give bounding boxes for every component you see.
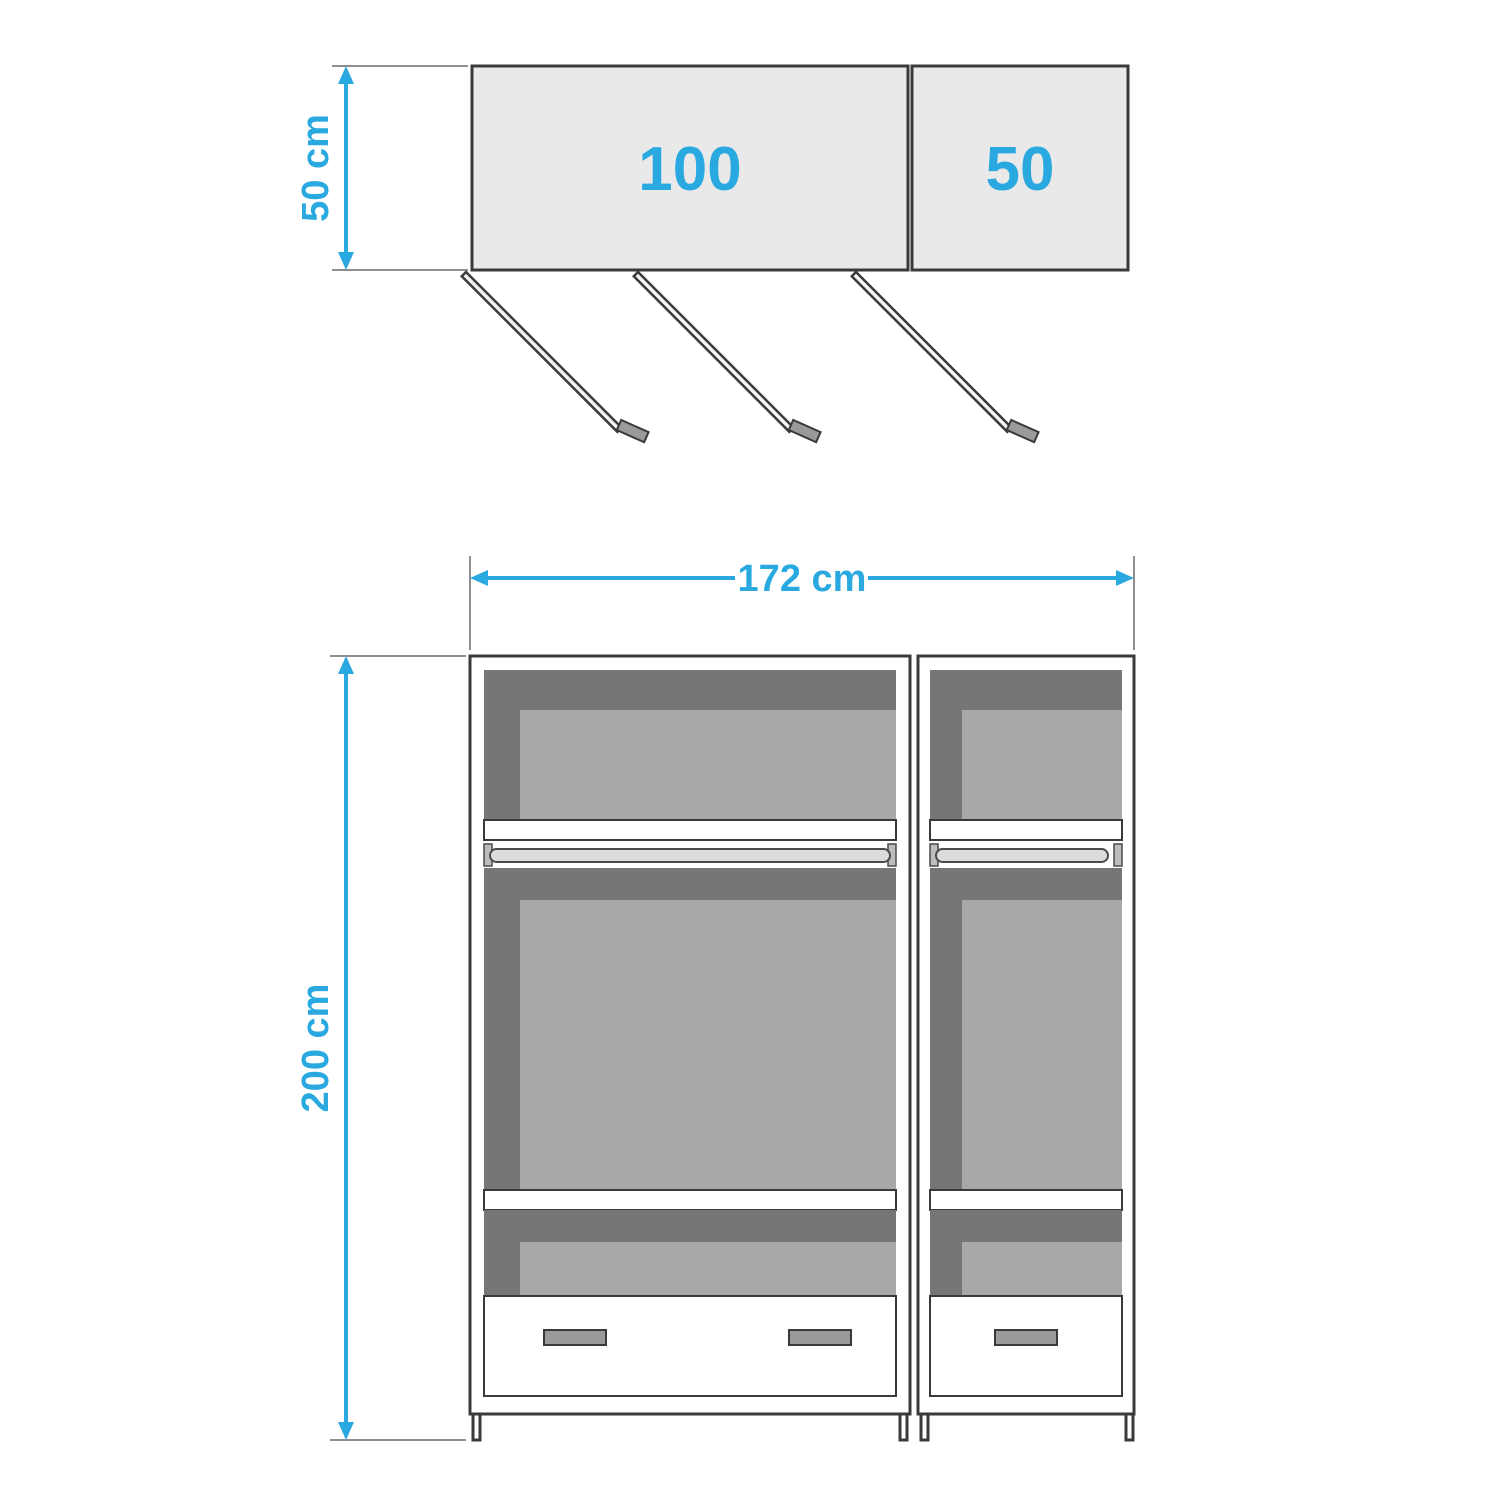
top-compartment-back [962, 710, 1122, 820]
open-door-1 [459, 270, 650, 444]
rail-bracket-right [1113, 843, 1123, 867]
upper-shelf [929, 819, 1123, 841]
foot [1124, 1412, 1135, 1442]
foot [919, 1412, 930, 1442]
top-compartment-back [520, 710, 896, 820]
arrow-up-icon [338, 656, 354, 674]
main-compartment-back [962, 900, 1122, 1190]
height-dimension-label: 200 cm [295, 984, 337, 1113]
open-door-2 [631, 270, 822, 444]
top-view-section-100 [470, 64, 910, 272]
door-handle [1005, 418, 1040, 444]
arrow-left-icon [470, 570, 488, 586]
arrow-down-icon [338, 252, 354, 270]
door-panel [849, 270, 1014, 434]
foot [471, 1412, 482, 1442]
door-handle [787, 418, 822, 444]
door-panel [631, 270, 796, 434]
drawer-handle [994, 1329, 1058, 1346]
arrow-down-icon [338, 1422, 354, 1440]
bottom-compartment-back [962, 1242, 1122, 1296]
height-dimension: 200 cm [295, 655, 466, 1441]
hanging-rail [935, 848, 1109, 863]
top-view-section-50 [910, 64, 1130, 272]
front-view: 172 cm 200 cm [295, 556, 1136, 1442]
wardrobe-left-unit [468, 654, 912, 1442]
door-handle [615, 418, 650, 444]
arrow-right-icon [1116, 570, 1134, 586]
depth-dimension: 50 cm [295, 66, 354, 270]
hanging-rail [489, 848, 891, 863]
depth-dimension-label: 50 cm [295, 114, 337, 222]
wardrobe-right-unit [916, 654, 1136, 1442]
upper-shelf [483, 819, 897, 841]
open-door-3 [849, 270, 1040, 444]
main-compartment-back [520, 900, 896, 1190]
arrow-up-icon [338, 66, 354, 84]
width-dimension-label: 172 cm [738, 558, 867, 600]
width-dimension: 172 cm [469, 556, 1135, 650]
lower-shelf [929, 1189, 1123, 1211]
door-panel [459, 270, 624, 434]
section-width-label-50: 50 [986, 135, 1055, 204]
top-view: 50 cm 100 50 [295, 64, 1130, 444]
lower-shelf [483, 1189, 897, 1211]
bottom-compartment-back [520, 1242, 896, 1296]
foot [898, 1412, 909, 1442]
section-width-label-100: 100 [638, 135, 741, 204]
drawer-handle [788, 1329, 852, 1346]
drawer-handle [543, 1329, 607, 1346]
